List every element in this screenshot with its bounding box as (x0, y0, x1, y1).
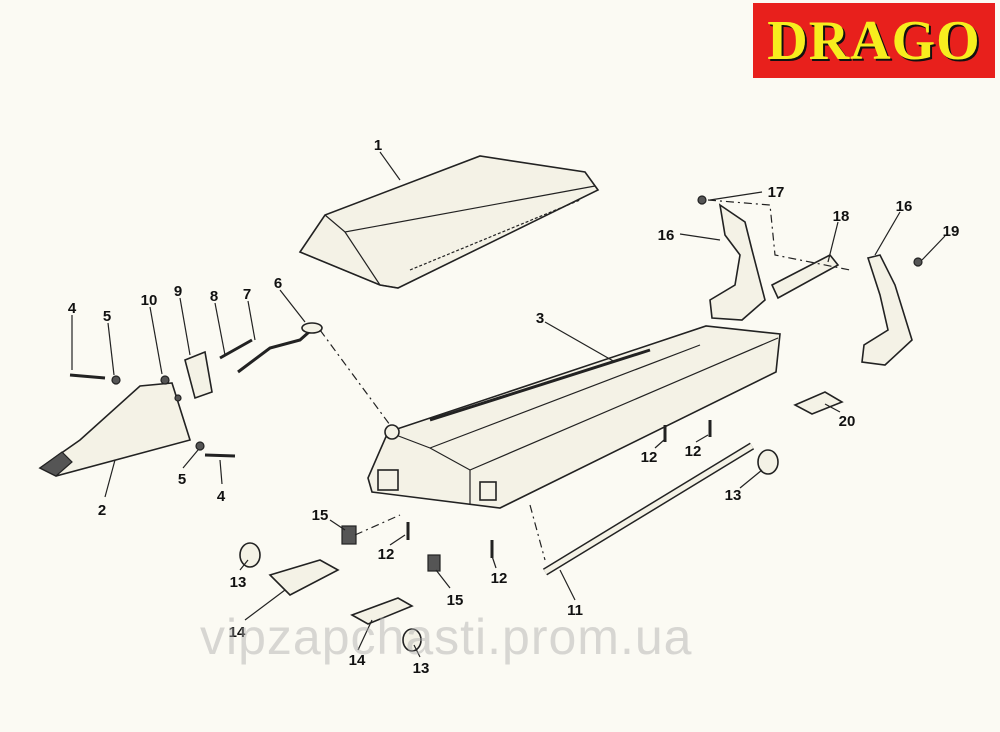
callout-15: 15 (447, 592, 464, 609)
brackets (697, 195, 923, 415)
callout-10: 10 (141, 292, 158, 309)
callout-13: 13 (413, 660, 430, 677)
callout-16: 16 (896, 198, 913, 215)
callout-19: 19 (943, 223, 960, 240)
watermark: vipzapchasti.prom.ua (200, 609, 693, 665)
callout-1: 1 (374, 137, 382, 154)
callout-2: 2 (98, 502, 106, 519)
callout-3: 3 (536, 310, 544, 327)
callout-20: 20 (839, 413, 856, 430)
callout-18: 18 (833, 208, 850, 225)
callout-9: 9 (174, 283, 182, 300)
callout-4: 4 (68, 300, 77, 317)
callout-labels: 1 17 18 16 16 19 3 4 5 10 9 8 7 6 2 5 4 … (68, 137, 960, 677)
callout-12: 12 (491, 570, 508, 587)
callout-12: 12 (641, 449, 658, 466)
callout-13: 13 (230, 574, 247, 591)
callout-12: 12 (378, 546, 395, 563)
callout-13: 13 (725, 487, 742, 504)
callout-17: 17 (768, 184, 785, 201)
part-2-divider-cone (38, 382, 192, 477)
callout-15: 15 (312, 507, 329, 524)
logo-text: DRAGO (767, 9, 981, 72)
callout-12: 12 (685, 443, 702, 460)
callout-6: 6 (274, 275, 282, 292)
callout-5: 5 (103, 308, 111, 325)
part-1-hood (298, 155, 600, 289)
callout-14: 14 (349, 652, 366, 669)
callout-11: 11 (567, 602, 583, 619)
chain-assembly (69, 322, 323, 458)
callout-5: 5 (178, 471, 186, 488)
leader-lines (71, 151, 946, 658)
callout-14: 14 (229, 624, 246, 641)
part-11-rod (239, 329, 779, 652)
drago-logo: DRAGO (753, 3, 995, 78)
part-3-frame (367, 325, 781, 509)
callout-4: 4 (217, 488, 226, 505)
callout-8: 8 (210, 288, 218, 305)
callout-16: 16 (658, 227, 675, 244)
callout-7: 7 (243, 286, 251, 303)
